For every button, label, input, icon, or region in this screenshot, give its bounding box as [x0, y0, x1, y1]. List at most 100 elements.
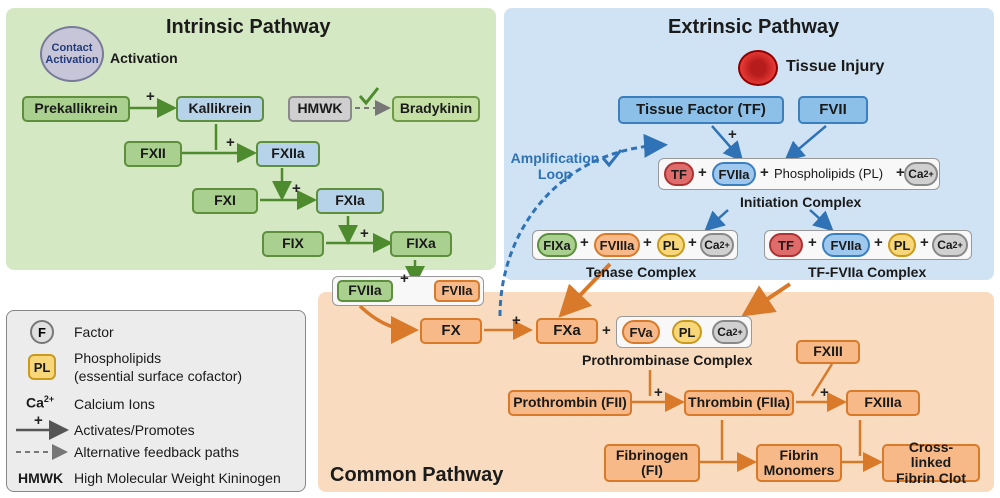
tffviia-pl: PL [888, 233, 916, 257]
init-fviia: FVIIa [712, 162, 756, 186]
plus-sign: + [512, 312, 521, 329]
plus-sign: + [654, 384, 663, 401]
legend-pl-symbol: PL [28, 354, 56, 380]
plus-sign: + [896, 164, 905, 181]
tenase-fixa: FIXa [537, 233, 577, 257]
legend-calcium: Calcium Ions [74, 396, 155, 412]
superscript: 2+ [952, 240, 963, 250]
superscript: 2+ [923, 169, 934, 179]
plus-sign: + [688, 234, 697, 251]
node-crosslinked-clot: Cross-linked Fibrin Clot [882, 439, 980, 485]
activation-label: Activation [110, 50, 178, 66]
node-fix: FIX [262, 231, 324, 257]
plus-sign: + [874, 234, 883, 251]
plus-sign: + [808, 234, 817, 251]
arrow-fvii-init [784, 125, 827, 162]
legend-factor-symbol: F [30, 320, 54, 344]
tissue-injury-label: Tissue Injury [786, 58, 885, 75]
node-fviia-orange: FVIIa [434, 280, 480, 302]
amplification-loop-text: Amplification Loop [510, 150, 600, 182]
plus-sign: + [146, 88, 155, 105]
node-fxa: FXa [536, 318, 598, 344]
legend-panel [6, 310, 306, 492]
prothrombinase-pl: PL [672, 320, 702, 344]
tenase-fviiia: FVIIIa [594, 233, 640, 257]
superscript: 2+ [732, 327, 743, 337]
init-tf: TF [664, 162, 694, 186]
node-fxii: FXII [124, 141, 182, 167]
node-hmwk: HMWK [288, 96, 352, 122]
node-tissue-factor: Tissue Factor (TF) [618, 96, 784, 124]
tenase-complex-label: Tenase Complex [586, 264, 697, 280]
node-prekallikrein: Prekallikrein [22, 96, 130, 122]
tenase-pl: PL [657, 233, 685, 257]
arrow-tffviia-prothrombinase [741, 282, 792, 317]
tffviia-calcium-text: Ca [937, 238, 953, 252]
prothrombinase-label: Prothrombinase Complex [582, 352, 753, 368]
plus-sign: + [728, 126, 737, 143]
node-fviia-green: FVIIa [337, 280, 393, 302]
legend-plus-sign: + [34, 412, 43, 429]
node-fixa: FIXa [390, 231, 452, 257]
legend-ca-symbol: Ca2+ [26, 394, 54, 411]
arrow-tenase-fxa [558, 262, 612, 318]
intrinsic-title: Intrinsic Pathway [166, 16, 331, 38]
node-fxia: FXIa [316, 188, 384, 214]
check-icon-bradykinin [358, 87, 380, 106]
plus-sign: + [760, 164, 769, 181]
init-phospholipids: Phospholipids (PL) [774, 166, 884, 181]
plus-sign: + [643, 234, 652, 251]
arrow-fxiii-fxiiia [810, 363, 834, 397]
tffviia-fviia: FVIIa [822, 233, 870, 257]
plus-sign: + [292, 180, 301, 197]
legend-factor-symbol-text: F [38, 324, 46, 340]
node-fxi: FXI [192, 188, 258, 214]
tenase-calcium-text: Ca [704, 238, 720, 252]
init-calcium-text: Ca [908, 167, 924, 181]
tffviia-tf: TF [769, 233, 803, 257]
arrow-init-tenase [704, 209, 729, 232]
contact-activation-label: Contact Activation [45, 42, 99, 66]
plus-sign: + [226, 134, 235, 151]
contact-activation-icon: Contact Activation [40, 26, 104, 82]
plus-sign: + [820, 384, 829, 401]
arrow-tf-init [711, 125, 744, 162]
node-kallikrein: Kallikrein [176, 96, 264, 122]
node-fxiii: FXIII [796, 340, 860, 364]
arrow-amplification-loop [498, 133, 668, 317]
superscript: 2+ [719, 240, 730, 250]
arrow-init-tffviia [809, 209, 834, 232]
legend-activates: Activates/Promotes [74, 422, 195, 438]
plus-sign: + [920, 234, 929, 251]
common-title: Common Pathway [330, 464, 504, 486]
initiation-complex-frame [658, 158, 940, 190]
prothrombinase-fva: FVa [622, 320, 660, 344]
legend-phospholipids-note: (essential surface cofactor) [74, 368, 243, 384]
blood-cell-icon [738, 50, 778, 86]
check-icon-amplification [601, 149, 623, 168]
node-fxiiia: FXIIIa [846, 390, 920, 416]
node-prothrombin: Prothrombin (FII) [508, 390, 632, 416]
legend-ca-text: Ca [26, 394, 44, 411]
node-thrombin: Thrombin (FIIa) [684, 390, 794, 416]
node-fibrin-monomers: Fibrin Monomers [756, 444, 842, 482]
node-bradykinin: Bradykinin [392, 96, 480, 122]
legend-factor: Factor [74, 324, 114, 340]
legend-feedback: Alternative feedback paths [74, 444, 239, 460]
tffviia-complex-label: TF-FVIIa Complex [808, 264, 927, 280]
plus-sign: + [580, 234, 589, 251]
arrow-fviia-fx [358, 304, 419, 344]
prothrombinase-calcium-text: Ca [717, 325, 733, 339]
legend-phospholipids: Phospholipids [74, 350, 162, 366]
node-fx: FX [420, 318, 482, 344]
node-fibrinogen: Fibrinogen (FI) [604, 444, 700, 482]
plus-sign: + [698, 164, 707, 181]
node-fxiia: FXIIa [256, 141, 320, 167]
node-fvii: FVII [798, 96, 868, 124]
plus-sign: + [400, 270, 409, 287]
